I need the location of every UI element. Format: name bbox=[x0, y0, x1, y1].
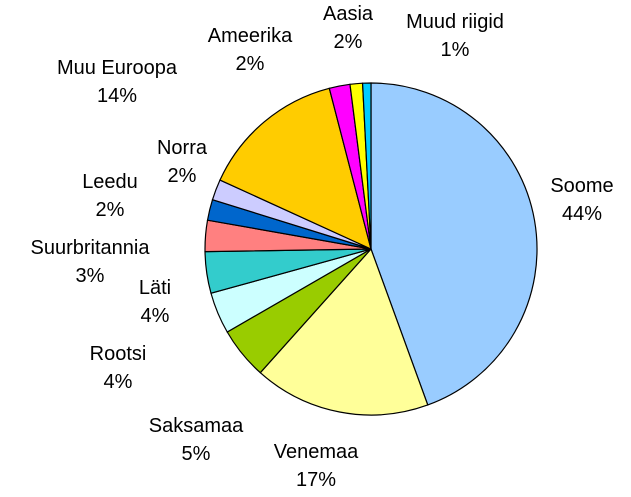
slice-label-name: Leedu bbox=[82, 171, 138, 193]
slice-label-value: 1% bbox=[441, 39, 470, 61]
slice-label-value: 4% bbox=[104, 371, 133, 393]
slice-label-value: 2% bbox=[168, 165, 197, 187]
slice-label-value: 5% bbox=[182, 443, 211, 465]
slice-label-name: Aasia bbox=[323, 3, 374, 25]
slice-label-name: Suurbritannia bbox=[31, 237, 151, 259]
slice-label-venemaa: Venemaa 17% bbox=[274, 441, 359, 491]
slice-label-name: Muud riigid bbox=[406, 11, 504, 33]
slice-label-name: Läti bbox=[139, 277, 171, 299]
pie-slice-venemaa bbox=[259, 247, 429, 416]
slice-label-saksamaa: Saksamaa 5% bbox=[149, 415, 244, 465]
slice-label-value: 4% bbox=[141, 305, 170, 327]
pie-slice-muu-euroopa bbox=[219, 87, 372, 251]
slice-label-name: Venemaa bbox=[274, 441, 359, 463]
slice-label-norra: Norra 2% bbox=[157, 137, 208, 187]
slice-label-name: Muu Euroopa bbox=[57, 57, 178, 79]
slice-label-muu-euroopa: Muu Euroopa 14% bbox=[57, 57, 178, 107]
slice-label-name: Saksamaa bbox=[149, 415, 244, 437]
slice-label-name: Norra bbox=[157, 137, 208, 159]
slice-label-läti: Läti 4% bbox=[139, 277, 171, 327]
slice-label-value: 2% bbox=[96, 199, 125, 221]
slice-label-name: Rootsi bbox=[90, 343, 147, 365]
slice-label-ameerika: Ameerika 2% bbox=[208, 25, 293, 75]
slice-label-value: 2% bbox=[236, 53, 265, 75]
pie-slices bbox=[204, 82, 538, 416]
slice-label-rootsi: Rootsi 4% bbox=[90, 343, 147, 393]
pie-slice-soome bbox=[370, 82, 538, 406]
slice-label-value: 17% bbox=[296, 469, 336, 491]
pie-slice-muud-riigid bbox=[361, 82, 372, 250]
slice-label-value: 2% bbox=[334, 31, 363, 53]
slice-label-soome: Soome 44% bbox=[550, 175, 613, 225]
slice-label-leedu: Leedu 2% bbox=[82, 171, 138, 221]
slice-label-aasia: Aasia 2% bbox=[323, 3, 374, 53]
slice-label-name: Ameerika bbox=[208, 25, 293, 47]
slice-label-value: 3% bbox=[76, 265, 105, 287]
slice-label-value: 44% bbox=[562, 203, 602, 225]
slice-label-suurbritannia: Suurbritannia 3% bbox=[31, 237, 151, 287]
slice-label-name: Soome bbox=[550, 175, 613, 197]
slice-label-muud-riigid: Muud riigid 1% bbox=[406, 11, 504, 61]
slice-label-value: 14% bbox=[97, 85, 137, 107]
